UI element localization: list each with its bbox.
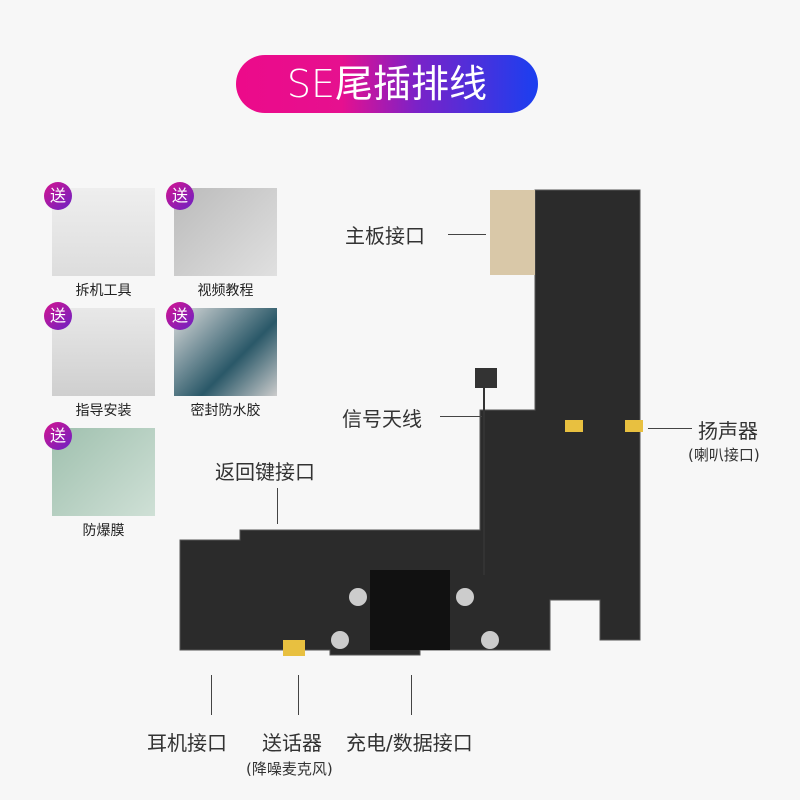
label-headphone: 耳机接口 xyxy=(147,731,227,755)
label-microphone: 送话器 xyxy=(262,731,322,755)
gift-badge: 送 xyxy=(44,302,72,330)
pointer-line xyxy=(411,675,412,715)
pointer-line xyxy=(648,428,692,429)
gift-badge: 送 xyxy=(166,182,194,210)
pointer-line xyxy=(298,675,299,715)
pointer-line xyxy=(448,234,486,235)
label-home-button: 返回键接口 xyxy=(215,460,315,484)
gift-label: 指导安装 xyxy=(75,403,132,419)
label-speaker: 扬声器 xyxy=(698,419,758,443)
gift-waterproof-adhesive: 送 xyxy=(166,302,277,396)
gift-tools: 送 xyxy=(44,182,155,276)
gift-label: 拆机工具 xyxy=(75,283,132,299)
gift-install-guide: 送 xyxy=(44,302,155,396)
label-microphone-sub: (降噪麦克风) xyxy=(246,760,333,778)
gift-label: 防爆膜 xyxy=(82,523,125,539)
title-banner: SE尾插排线 xyxy=(236,55,538,113)
pointer-line xyxy=(277,488,278,524)
gift-badge: 送 xyxy=(44,422,72,450)
label-charging-port: 充电/数据接口 xyxy=(346,731,473,755)
label-mainboard: 主板接口 xyxy=(345,224,425,248)
gift-label: 视频教程 xyxy=(197,283,254,299)
label-speaker-sub: (喇叭接口) xyxy=(688,446,760,464)
pointer-line xyxy=(211,675,212,715)
mainboard-connector-pad xyxy=(490,190,535,275)
charging-port xyxy=(370,570,450,650)
label-antenna: 信号天线 xyxy=(342,407,422,431)
gift-badge: 送 xyxy=(44,182,72,210)
pointer-line xyxy=(440,416,482,417)
gift-badge: 送 xyxy=(166,302,194,330)
gift-label: 密封防水胶 xyxy=(190,403,261,419)
gift-video: 送 xyxy=(166,182,277,276)
gift-screen-protector: 送 xyxy=(44,422,155,516)
